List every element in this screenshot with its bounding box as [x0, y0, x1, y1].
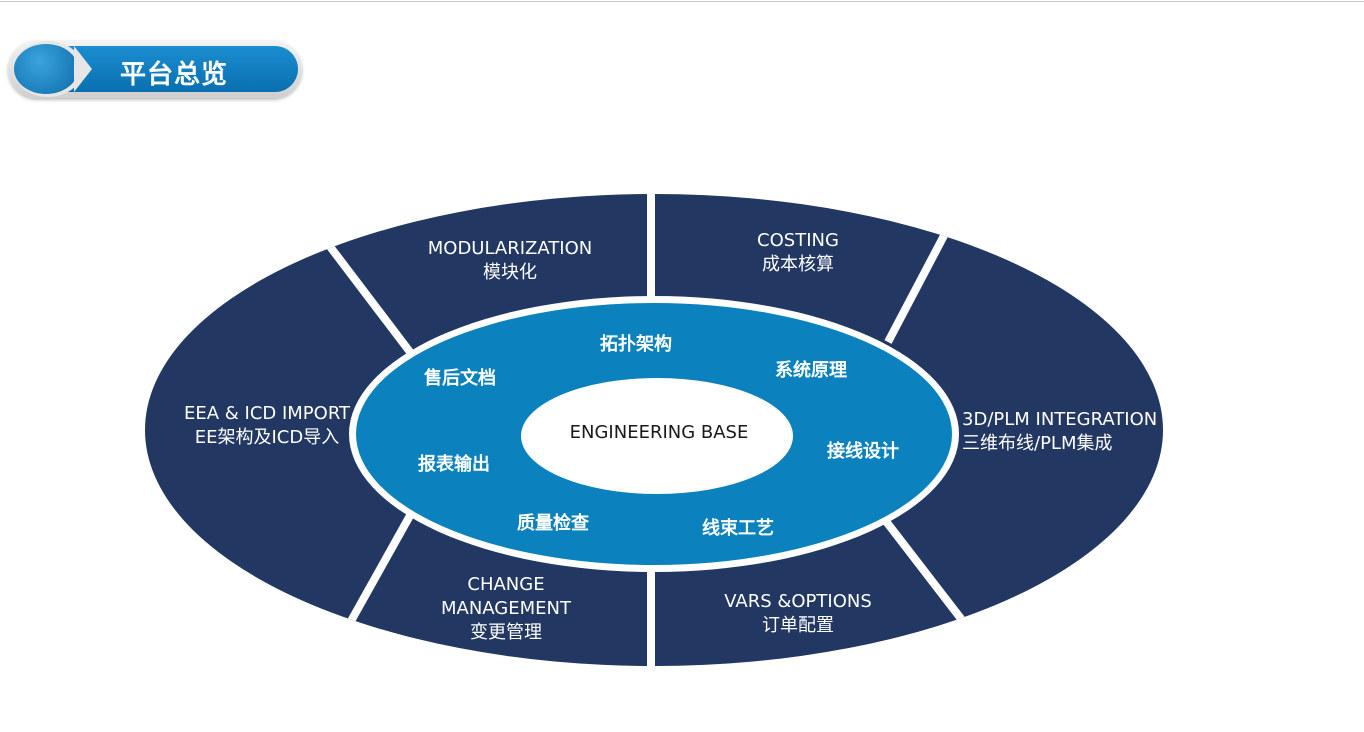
top-divider	[0, 1, 1364, 2]
separator-bottom-right	[881, 517, 966, 623]
segment-vars-options: VARS &OPTIONS 订单配置	[708, 590, 888, 638]
ring-item-wiring-design: 接线设计	[827, 441, 899, 462]
segment-change-zh: 变更管理	[470, 622, 542, 643]
separator-top-right	[884, 226, 952, 344]
segment-change-en2: MANAGEMENT	[441, 598, 571, 619]
segment-plm-integration: 3D/PLM INTEGRATION 三维布线/PLM集成	[962, 408, 1160, 456]
ring-item-schematic: 系统原理	[775, 360, 847, 381]
separator-bottom-left	[342, 510, 416, 632]
segment-plm-en: 3D/PLM INTEGRATION	[962, 409, 1158, 430]
segment-costing-en: COSTING	[757, 230, 839, 251]
core-label: ENGINEERING BASE	[569, 422, 749, 443]
segment-change-management: CHANGE MANAGEMENT 变更管理	[426, 573, 586, 645]
ring-item-report-output: 报表输出	[418, 454, 490, 475]
segment-eea-en: EEA & ICD IMPORT	[183, 403, 351, 424]
segment-change-en1: CHANGE	[467, 574, 545, 595]
separator-top-left	[318, 233, 414, 355]
segment-modularization: MODULARIZATION 模块化	[420, 237, 600, 285]
title-badge-circle-icon	[14, 44, 78, 94]
ring-item-harness-process: 线束工艺	[702, 518, 774, 539]
segment-vars-zh: 订单配置	[762, 615, 834, 636]
segment-costing: COSTING 成本核算	[718, 229, 878, 277]
page-title: 平台总览	[120, 60, 229, 90]
ring-item-aftersales-docs: 售后文档	[424, 368, 496, 389]
core-ellipse	[521, 378, 793, 494]
segment-modularization-zh: 模块化	[483, 262, 537, 283]
segment-eea-icd-import: EEA & ICD IMPORT EE架构及ICD导入	[180, 402, 354, 450]
segment-costing-zh: 成本核算	[762, 254, 834, 275]
ring-item-quality-check: 质量检查	[517, 513, 589, 534]
title-badge: 平台总览	[8, 40, 304, 102]
segment-vars-en: VARS &OPTIONS	[724, 591, 872, 612]
segment-modularization-en: MODULARIZATION	[427, 238, 593, 259]
segment-plm-zh: 三维布线/PLM集成	[962, 433, 1113, 454]
title-badge-arrow-icon	[74, 46, 92, 92]
segment-eea-zh: EE架构及ICD导入	[194, 427, 340, 448]
ring-item-topology: 拓扑架构	[600, 334, 672, 355]
